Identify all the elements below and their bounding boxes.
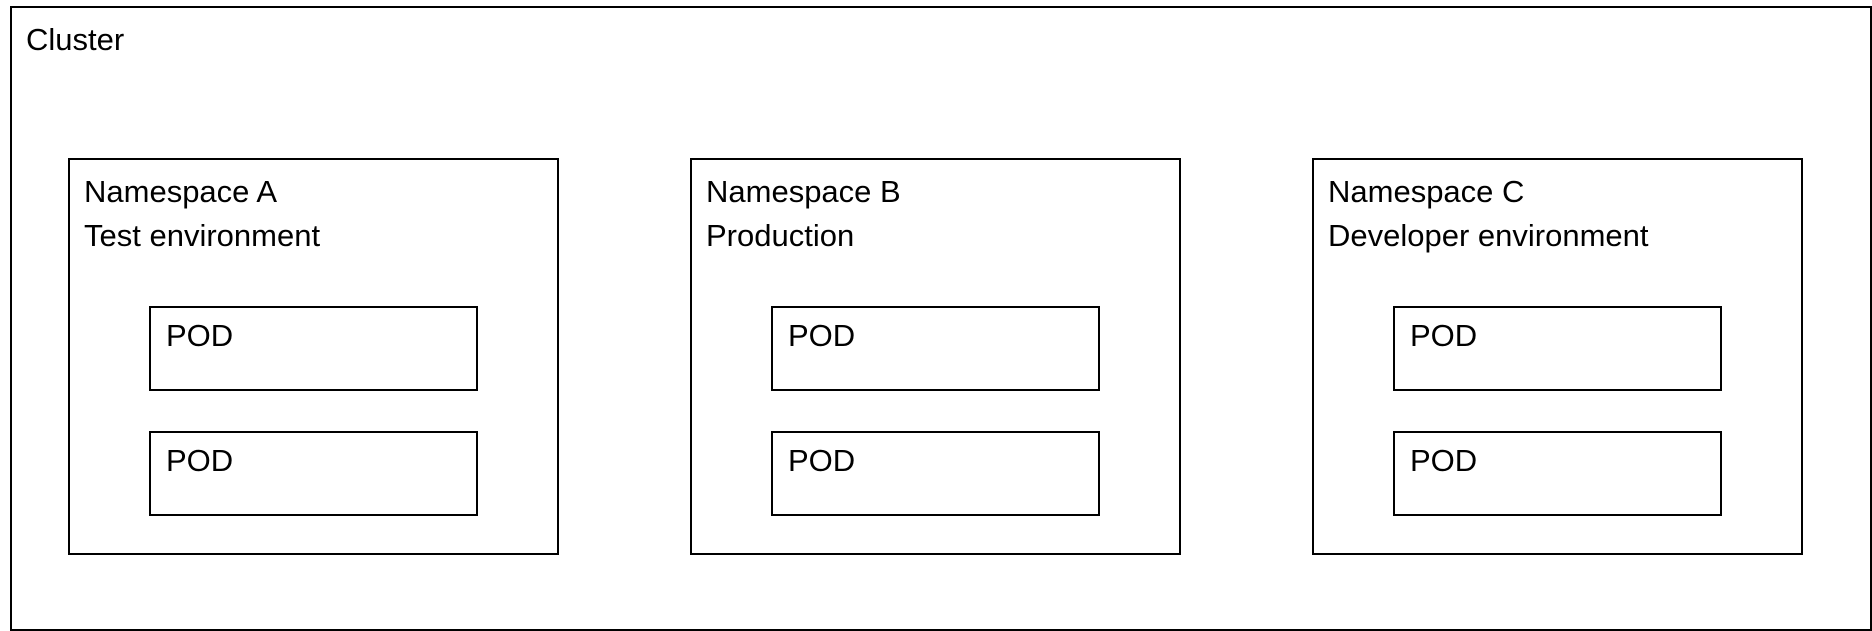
pod-label: POD xyxy=(788,443,856,478)
namespace-a-pod-1: POD xyxy=(149,306,478,391)
pod-label: POD xyxy=(166,443,234,478)
cluster-box: Cluster Namespace A Test environment POD… xyxy=(10,6,1872,631)
namespace-b-pod-1: POD xyxy=(771,306,1100,391)
namespace-a-environment: Test environment xyxy=(84,218,321,253)
namespace-a-pod-2: POD xyxy=(149,431,478,516)
namespace-c-box: Namespace C Developer environment POD PO… xyxy=(1312,158,1803,555)
namespace-a-label: Namespace A Test environment xyxy=(84,170,320,258)
namespace-c-name: Namespace C xyxy=(1328,174,1525,209)
pod-label: POD xyxy=(1410,443,1478,478)
namespace-b-name: Namespace B xyxy=(706,174,901,209)
pod-label: POD xyxy=(788,318,856,353)
namespace-c-environment: Developer environment xyxy=(1328,218,1649,253)
namespace-b-environment: Production xyxy=(706,218,855,253)
pod-label: POD xyxy=(1410,318,1478,353)
namespace-c-pod-1: POD xyxy=(1393,306,1722,391)
namespace-b-box: Namespace B Production POD POD xyxy=(690,158,1181,555)
namespace-b-pod-2: POD xyxy=(771,431,1100,516)
pod-label: POD xyxy=(166,318,234,353)
namespace-c-label: Namespace C Developer environment xyxy=(1328,170,1649,258)
namespace-c-pod-2: POD xyxy=(1393,431,1722,516)
namespace-b-label: Namespace B Production xyxy=(706,170,901,258)
cluster-label: Cluster xyxy=(26,22,125,57)
namespace-a-name: Namespace A xyxy=(84,174,277,209)
namespace-a-box: Namespace A Test environment POD POD xyxy=(68,158,559,555)
